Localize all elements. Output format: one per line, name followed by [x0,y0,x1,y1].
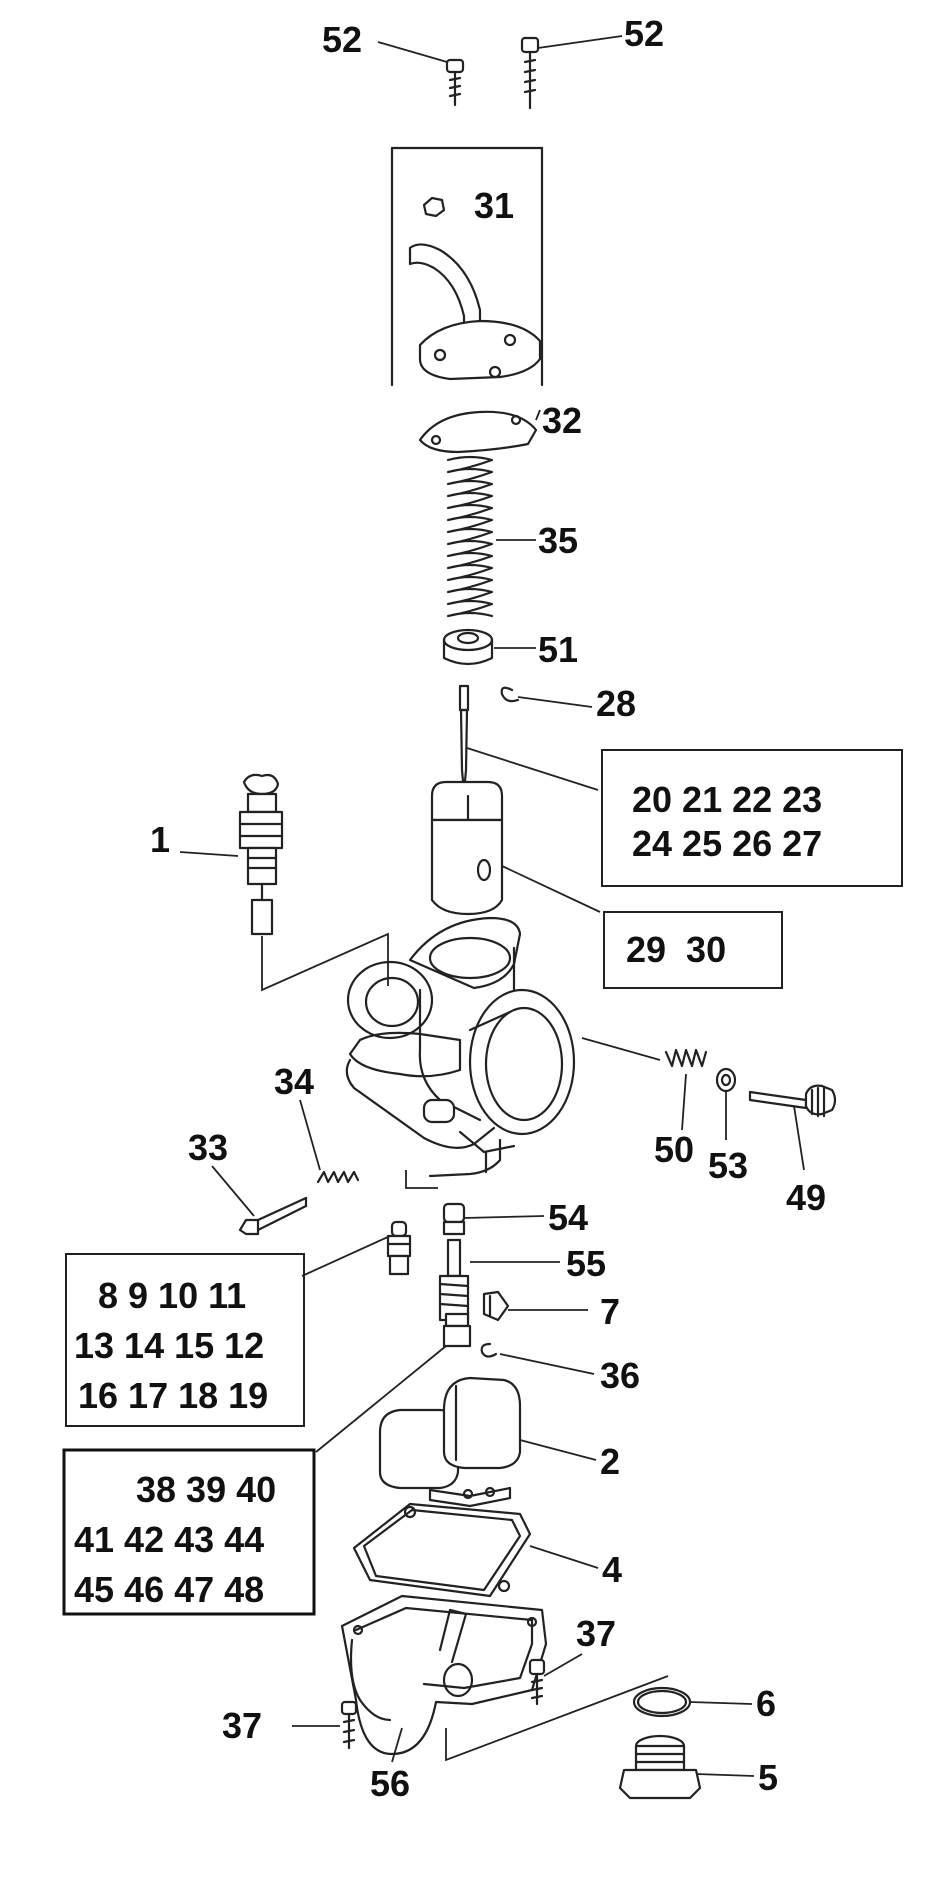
callout-32: 32 [542,400,582,441]
group-needles-row1: 20 21 22 23 [632,779,822,820]
callout-55: 55 [566,1243,606,1284]
screw-52-right [520,36,540,110]
spring-35 [446,455,494,618]
throttle-slide [430,780,504,916]
carburetor-body [345,916,576,1178]
box-pilot-jets [65,1253,305,1427]
callout-37-left: 37 [222,1705,262,1746]
callout-4: 4 [602,1549,622,1590]
group-pilot-row2: 13 14 15 12 [74,1325,264,1366]
screw-52-left [445,58,465,107]
callout-2: 2 [600,1441,620,1482]
washer-53 [715,1067,737,1093]
callout-52-left: 52 [322,19,362,60]
group-main-row3: 45 46 47 48 [74,1569,264,1610]
top-cap-31 [390,146,544,387]
group-main-row1: 38 39 40 [136,1469,276,1510]
spring-50 [664,1048,708,1068]
main-jet [442,1312,472,1348]
box-main-jets [62,1448,316,1616]
jet-holder-54 [442,1202,466,1236]
float-bowl-gasket-4 [352,1502,532,1598]
callout-53: 53 [708,1145,748,1186]
callout-6: 6 [756,1683,776,1724]
spring-34 [316,1170,360,1184]
pilot-jet [386,1220,412,1276]
screw-33 [238,1196,308,1236]
callout-54: 54 [548,1197,588,1238]
spring-seat-51 [442,628,494,666]
gasket-32 [418,410,538,454]
callout-56: 56 [370,1763,410,1804]
needle-jet-55 [438,1238,470,1322]
callout-5: 5 [758,1757,778,1798]
callout-35: 35 [538,520,578,561]
callout-49: 49 [786,1177,826,1218]
clip-28 [500,686,520,703]
bowl-screw-37-right [528,1658,546,1706]
callout-36: 36 [600,1355,640,1396]
callout-50: 50 [654,1129,694,1170]
jet-needle [458,684,470,794]
float-bowl-56 [340,1594,548,1756]
group-slides-row1: 29 30 [626,929,726,970]
screw-49 [748,1084,837,1118]
o-ring-6 [632,1686,692,1718]
group-pilot-row1: 8 9 10 11 [98,1275,246,1316]
box-throttle-valves [603,911,783,989]
callout-51: 51 [538,629,578,670]
air-screw-1 [238,773,284,936]
callout-1: 1 [150,819,170,860]
drain-plug-5 [618,1734,702,1800]
callout-7: 7 [600,1291,620,1332]
callout-52-right: 52 [624,13,664,54]
callout-34: 34 [274,1061,314,1102]
callout-37-right: 37 [576,1613,616,1654]
group-needles-row2: 24 25 26 27 [632,823,822,864]
callout-28: 28 [596,683,636,724]
box-jet-needles [601,749,903,887]
clip-36 [480,1342,498,1358]
callout-33: 33 [188,1127,228,1168]
group-pilot-row3: 16 17 18 19 [78,1375,268,1416]
group-main-row2: 41 42 43 44 [74,1519,264,1560]
float-2 [378,1376,522,1508]
callout-31: 31 [474,185,514,226]
float-needle-7 [482,1290,510,1322]
bowl-screw-37-left [340,1700,358,1750]
